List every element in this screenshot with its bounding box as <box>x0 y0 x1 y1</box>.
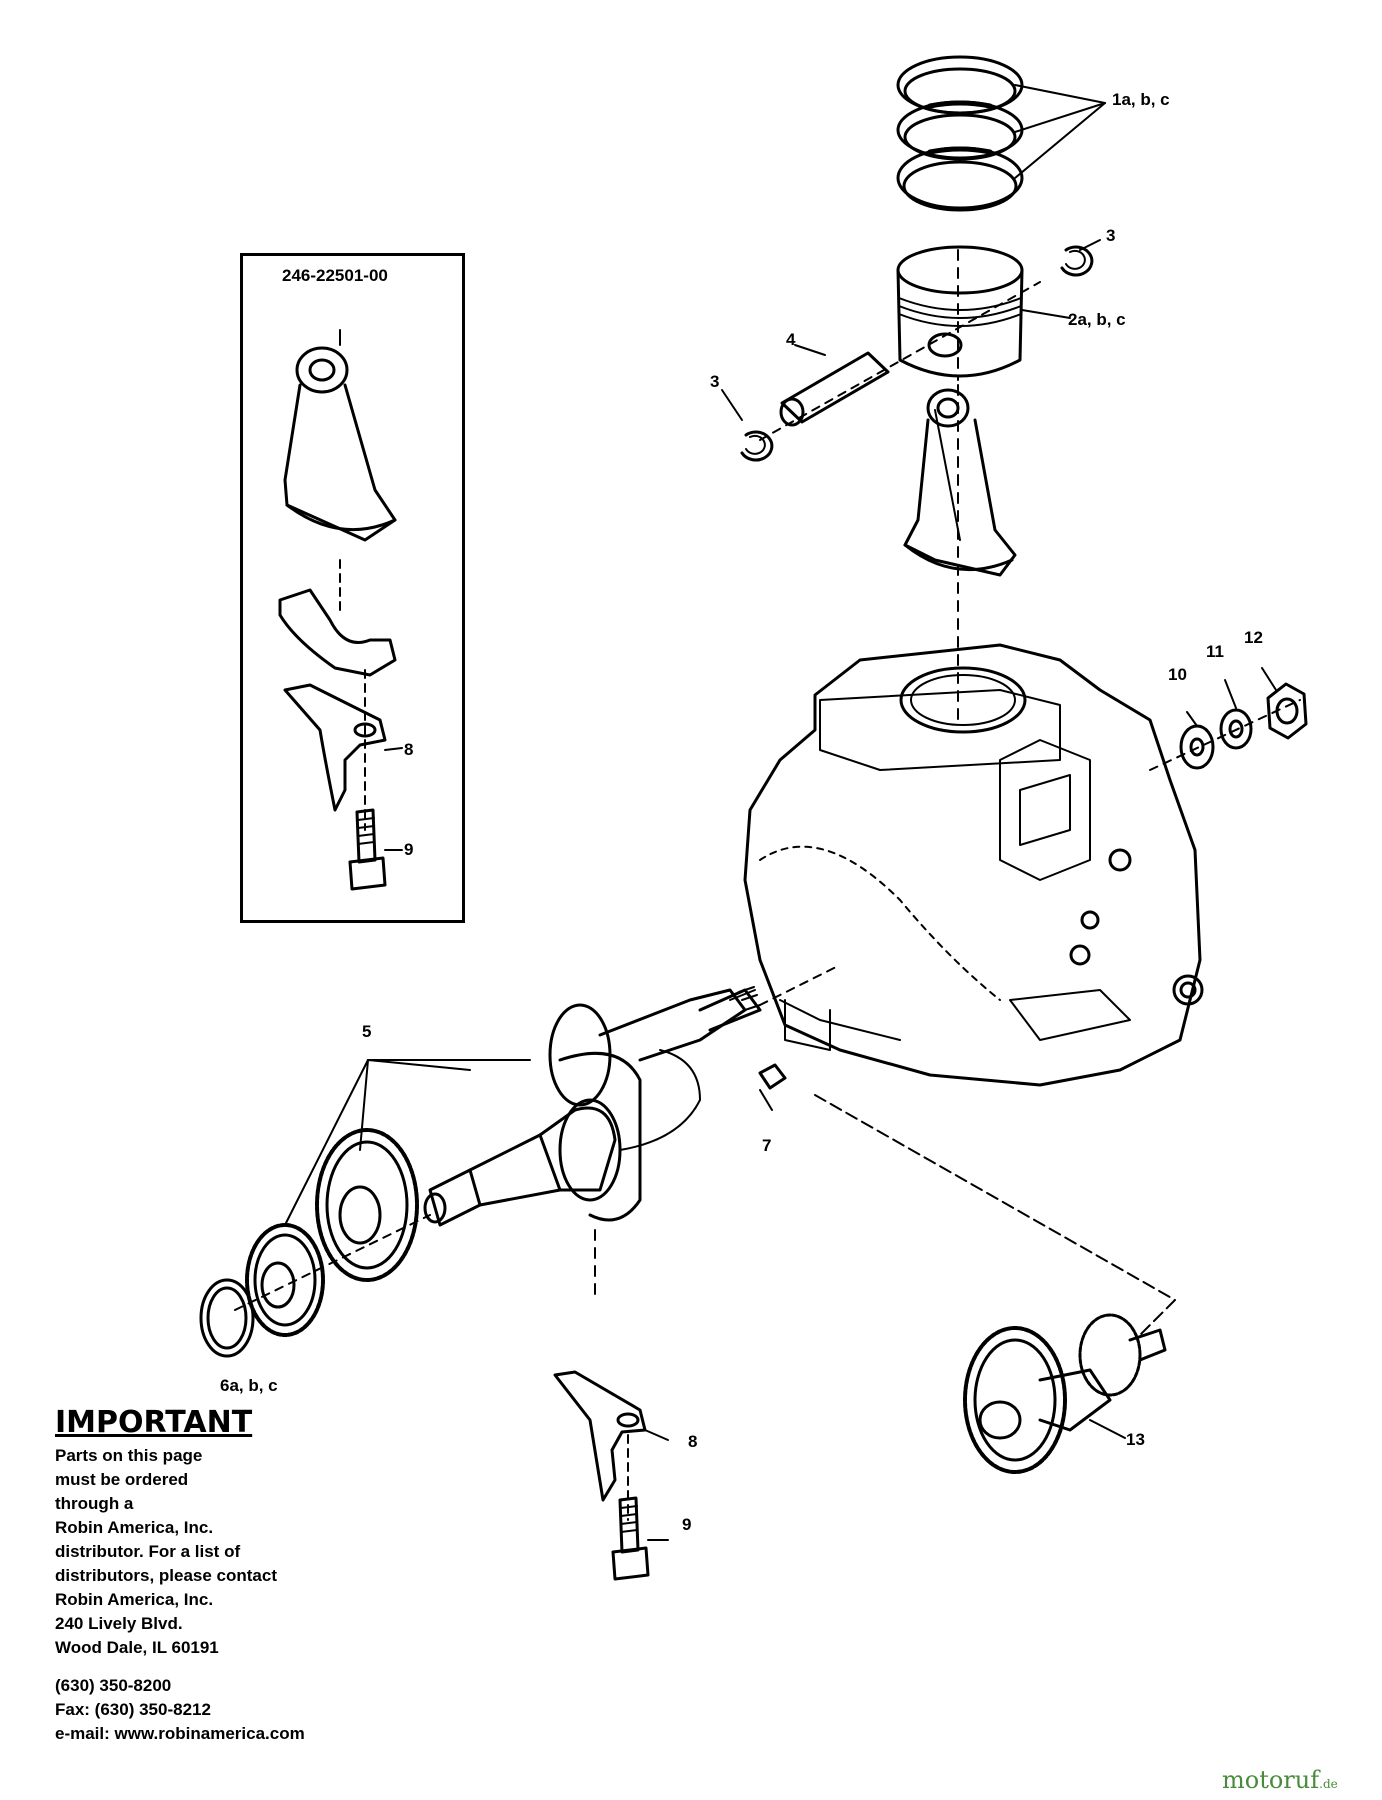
camshaft <box>963 1313 1167 1474</box>
notice-line: Robin America, Inc. <box>55 1518 214 1537</box>
callout-12: 12 <box>1244 628 1263 647</box>
piston <box>896 245 1024 381</box>
kit-connecting-rod <box>283 346 397 542</box>
bolt <box>611 1496 650 1581</box>
notice-email: e-mail: www.robinamerica.com <box>55 1724 305 1743</box>
notice-phone: (630) 350-8200 <box>55 1676 172 1695</box>
woodruff-key <box>758 1063 787 1090</box>
callout-8-kit: 8 <box>404 740 414 759</box>
callout-7: 7 <box>762 1136 772 1155</box>
notice-title: IMPORTANT <box>55 1405 253 1440</box>
nut-12 <box>1266 682 1308 740</box>
watermark-logo: motoruf.de <box>1222 1766 1338 1794</box>
callout-3-left: 3 <box>710 372 720 391</box>
notice-line: must be ordered <box>55 1470 189 1489</box>
notice-line: distributors, please contact <box>55 1566 277 1585</box>
notice-line: Wood Dale, IL 60191 <box>55 1638 219 1657</box>
callout-3-top: 3 <box>1106 226 1116 245</box>
kit-bolt <box>348 808 387 891</box>
callout-6abc: 6a, b, c <box>220 1376 278 1395</box>
callout-5: 5 <box>362 1022 372 1041</box>
callout-13: 13 <box>1126 1430 1145 1449</box>
notice-line: 240 Lively Blvd. <box>55 1614 183 1633</box>
leader-lines <box>284 84 1277 1541</box>
callout-9-bottom: 9 <box>682 1515 692 1534</box>
notice-line: through a <box>55 1494 134 1513</box>
notice-line: distributor. For a list of <box>55 1542 241 1561</box>
crank-seal-ring <box>199 1278 255 1358</box>
watermark-brand: motoruf <box>1222 1766 1320 1794</box>
notice-line: Parts on this page <box>55 1446 203 1465</box>
kit-part-number: 246-22501-00 <box>282 266 388 285</box>
callout-9-kit: 9 <box>404 840 414 859</box>
connecting-rod-kit-box <box>240 253 465 923</box>
circlip-left <box>740 430 774 462</box>
callout-2abc: 2a, b, c <box>1068 310 1126 329</box>
notice-fax: Fax: (630) 350-8212 <box>55 1700 211 1719</box>
callout-8-bottom: 8 <box>688 1432 698 1451</box>
crank-gear-small <box>245 1223 325 1337</box>
piston-pin <box>779 351 890 427</box>
crank-gear-large <box>315 1128 419 1282</box>
connecting-rod <box>903 388 1017 577</box>
circlip-top <box>1060 245 1094 277</box>
ordering-notice: IMPORTANT Parts on this page must be ord… <box>55 1405 355 1746</box>
kit-oil-dipper <box>283 683 387 812</box>
kit-rod-cap <box>278 588 397 677</box>
notice-line: Robin America, Inc. <box>55 1590 214 1609</box>
callout-1abc: 1a, b, c <box>1112 90 1170 109</box>
watermark-suffix: .de <box>1319 1777 1338 1791</box>
callout-10: 10 <box>1168 665 1187 684</box>
lock-washer-11 <box>1219 708 1253 750</box>
crankcase <box>743 643 1204 1087</box>
oil-dipper <box>553 1370 647 1502</box>
callout-4: 4 <box>786 330 796 349</box>
crankshaft <box>423 986 762 1227</box>
piston-rings <box>896 55 1024 212</box>
callout-11: 11 <box>1206 642 1224 661</box>
